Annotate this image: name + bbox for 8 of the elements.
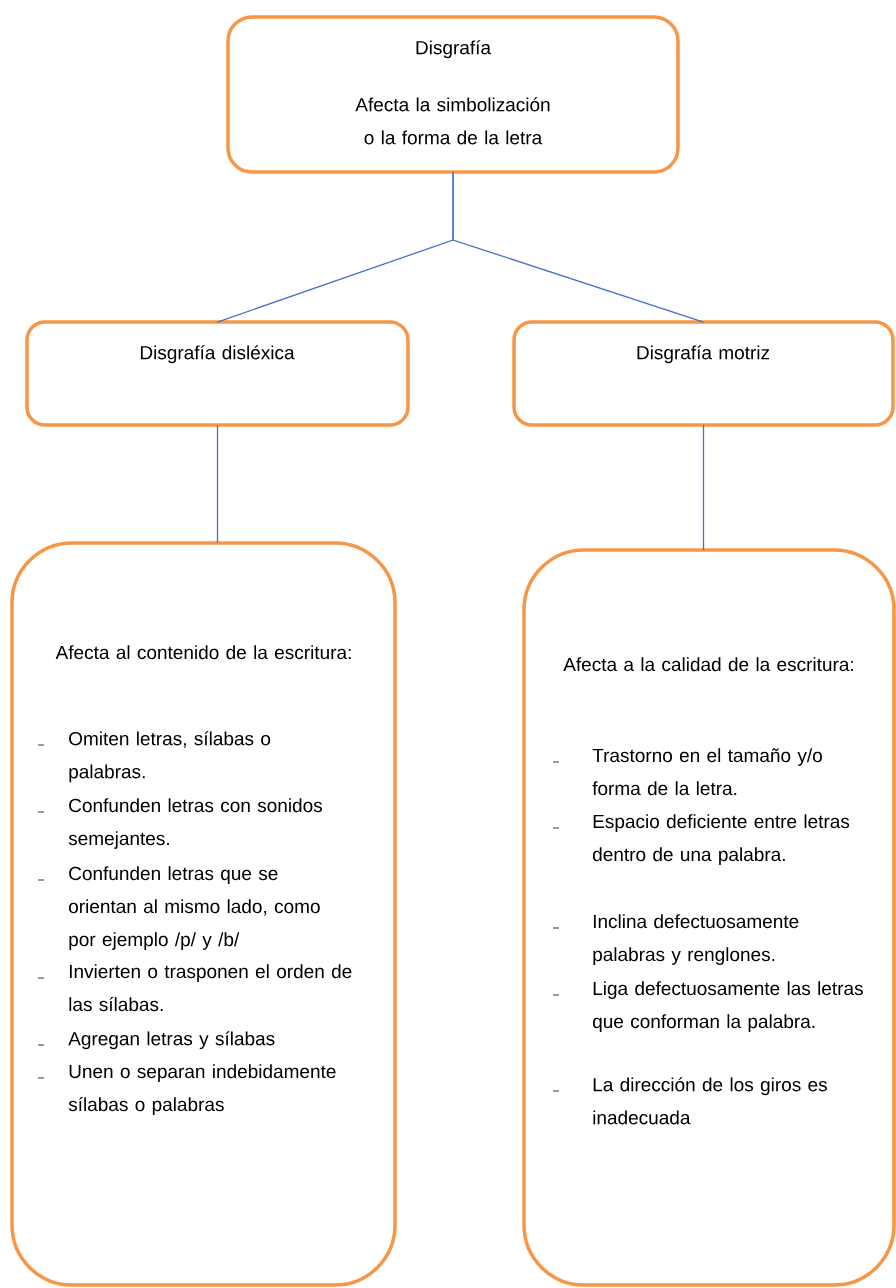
connector-line xyxy=(452,171,705,323)
concept-box: Disgrafía Afecta la simbolización o la forma de la letra xyxy=(226,15,680,174)
connector-line xyxy=(702,424,705,551)
concept-box: Disgrafía disléxica xyxy=(25,320,410,427)
concept-box: Afecta al contenido de la escritura: Omiten letras, sílabas o palabras. Confunden letras con sonidos semejantes. Confunden letras que se orientan al mismo lado, como por ejemplo /p/ y /b/ Invierten o trasponen el orden de las sílabas. Agregan letras y sílabas Unen o separan indebidamente sílabas o palabras xyxy=(10,541,397,1287)
concept-box: Afecta a la calidad de la escritura: Trastorno en el tamaño y/o forma de la letra. Espacio deficiente entre letras dentro de una palabra. Inclina defectuosamente palabras y renglones. Liga defectuosamente las letras que conforman la palabra. La dirección de los giros es inadecuada xyxy=(522,548,896,1287)
connector-line xyxy=(216,424,219,544)
concept-box: Disgrafía motriz xyxy=(512,320,895,427)
